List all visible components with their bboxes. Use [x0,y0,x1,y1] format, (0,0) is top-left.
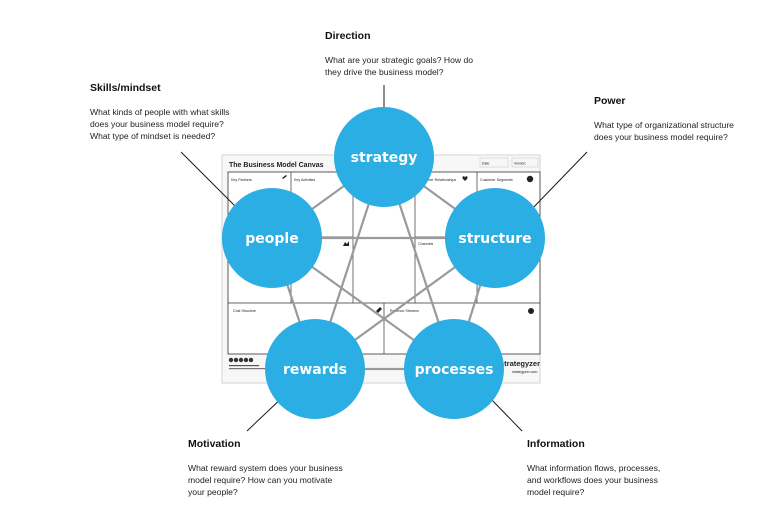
tag-icon [376,307,382,313]
annotation-information: Information What information flows, proc… [527,438,727,498]
node-people-label: people [245,231,298,247]
cell-key-activities: Key Activities [294,178,315,182]
canvas-version-label: Version: [514,162,526,166]
cell-cost-structure: Cost Structure [233,309,256,313]
segments-icon [526,175,534,183]
node-structure: structure [445,188,545,288]
annotation-skills-text: What kinds of people with what skills do… [90,107,230,141]
factory-icon [343,241,349,246]
link-icon [282,175,287,179]
canvas-footer-license [228,357,267,370]
leader-information [488,396,523,432]
node-processes: processes [404,319,504,419]
money-bag-icon [528,308,534,314]
node-rewards-label: rewards [283,362,347,378]
cell-revenue-streams: Revenue Streams [390,309,419,313]
annotation-direction: Direction What are your strategic goals?… [325,30,525,78]
node-people: people [222,188,322,288]
annotation-motivation-text: What reward system does your business mo… [188,463,343,497]
leader-skills [180,151,241,212]
cell-key-partners: Key Partners [231,178,252,182]
cell-customer-relationships: Customer Relationships [418,178,456,182]
node-rewards: rewards [265,319,365,419]
canvas-title: The Business Model Canvas [229,162,324,169]
heart-icon [462,176,468,181]
annotation-skills-title: Skills/mindset [90,82,161,94]
annotation-motivation-title: Motivation [188,438,241,450]
canvas-date-label: Date: [482,162,490,166]
cell-channels: Channels [418,242,433,246]
annotation-information-text: What information flows, processes, and w… [527,463,661,497]
cell-customer-segments: Customer Segments [480,178,513,182]
brand-logo-text: strategyzer [500,359,540,368]
annotation-skills: Skills/mindset What kinds of people with… [90,82,290,142]
annotation-power-text: What type of organizational structure do… [594,120,734,142]
node-strategy-label: strategy [351,150,418,166]
annotation-power: Power What type of organizational struct… [594,95,764,143]
node-processes-label: processes [415,362,494,378]
annotation-direction-title: Direction [325,30,371,42]
node-strategy: strategy [334,107,434,207]
leader-power [528,151,588,213]
annotation-power-title: Power [594,95,626,107]
brand-url: strategyzer.com [512,370,537,374]
annotation-motivation: Motivation What reward system does your … [188,438,388,498]
node-structure-label: structure [458,231,531,247]
annotation-information-title: Information [527,438,585,450]
annotation-direction-text: What are your strategic goals? How do th… [325,55,474,77]
